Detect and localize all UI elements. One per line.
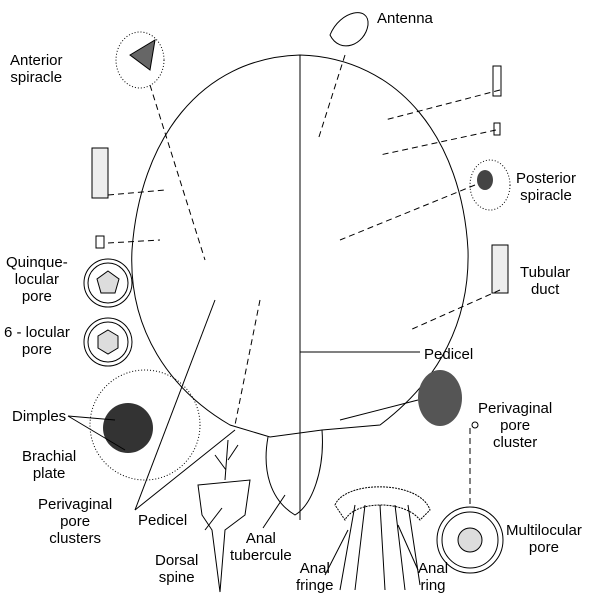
- label-line: Pedicel: [424, 346, 474, 363]
- spiracle-drawings: [115, 12, 511, 211]
- label-line: clusters: [49, 530, 101, 547]
- label-line: fringe: [296, 577, 334, 594]
- anal-ring-drawing: [334, 486, 431, 591]
- label-line: Brachial: [22, 448, 77, 465]
- label-line: ring: [420, 577, 446, 594]
- label-line: Multilocular: [506, 522, 582, 539]
- perivaginal-cluster-drawing: [418, 370, 479, 429]
- label-line: spine: [158, 569, 195, 586]
- label-antenna: Antenna: [377, 10, 433, 27]
- label-line: pore: [528, 539, 559, 556]
- label-line: Tubular: [520, 264, 571, 281]
- leader-lines: [107, 54, 501, 505]
- label-line: Perivaginal: [478, 400, 553, 417]
- label-line: pore: [500, 417, 531, 434]
- label-line: Dorsal: [155, 552, 199, 569]
- label-line: pore: [21, 341, 52, 358]
- label-line: Anal: [245, 530, 276, 547]
- brachial-plate-drawing: [89, 369, 201, 481]
- label-pedicel-bottom: Pedicel: [138, 512, 187, 529]
- label-line: Perivaginal: [38, 496, 113, 513]
- label-line: locular: [14, 271, 59, 288]
- label-line: pore: [21, 288, 52, 305]
- label-line: spiracle: [10, 69, 63, 86]
- six-locular-pore-drawing: [83, 317, 133, 367]
- label-line: 6 - locular: [4, 324, 70, 341]
- multilocular-pore-drawing: [436, 506, 504, 574]
- label-line: Quinque-: [6, 254, 68, 271]
- label-line: duct: [530, 281, 560, 298]
- label-line: Pedicel: [138, 512, 188, 529]
- pointer-lines: [67, 299, 420, 576]
- label-line: Anterior: [10, 52, 63, 69]
- label-line: Posterior: [516, 170, 577, 187]
- label-line: Dimples: [12, 408, 67, 425]
- label-dimples: Dimples: [12, 408, 66, 425]
- label-line: Antenna: [377, 10, 433, 27]
- quinquelocular-pore-drawing: [83, 258, 133, 308]
- body-outline: [131, 54, 469, 520]
- label-pedicel-right: Pedicel: [424, 346, 473, 363]
- label-line: pore: [60, 513, 91, 530]
- label-line: Anal: [299, 560, 330, 577]
- label-line: tubercule: [230, 547, 292, 564]
- tubular-duct-drawings: [91, 65, 509, 294]
- label-line: cluster: [493, 434, 538, 451]
- dorsal-spine-drawing: [197, 439, 251, 593]
- label-line: Anal: [418, 560, 449, 577]
- label-line: spiracle: [520, 187, 572, 204]
- label-line: plate: [32, 465, 66, 482]
